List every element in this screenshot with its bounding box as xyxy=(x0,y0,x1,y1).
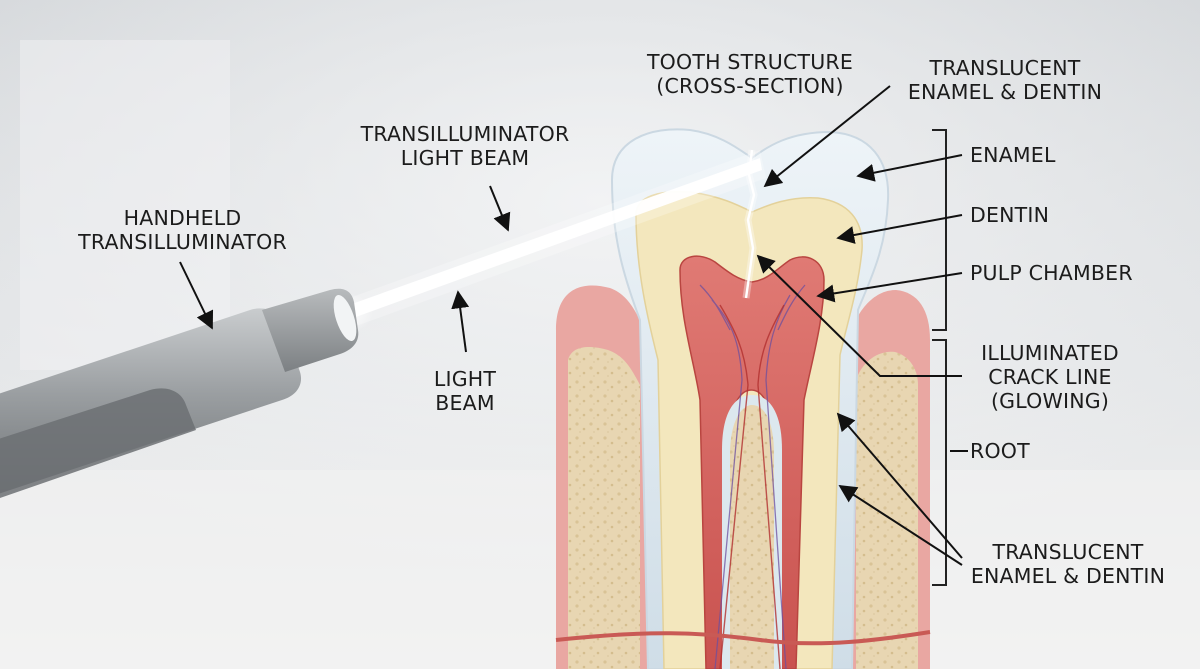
label-brackets xyxy=(932,129,947,586)
label-pulp-chamber: PULP CHAMBER xyxy=(970,261,1133,285)
crack-line xyxy=(744,149,756,299)
arrow-translucent-top xyxy=(763,85,891,188)
arrow-handheld xyxy=(179,261,214,330)
handheld-transilluminator-device xyxy=(0,288,359,499)
crown-bracket xyxy=(932,129,947,331)
label-root: ROOT xyxy=(970,439,1030,463)
label-transilluminator-light-beam: TRANSILLUMINATOR LIGHT BEAM xyxy=(360,122,570,170)
crack-glow xyxy=(742,149,758,299)
arrow-crack-line xyxy=(756,254,962,377)
label-dentin: DENTIN xyxy=(970,203,1050,227)
pulp-chamber xyxy=(679,255,825,669)
arrow-light-beam-top xyxy=(489,185,511,232)
bone-right xyxy=(856,351,918,669)
label-illuminated-crack-line: ILLUMINATED CRACK LINE (GLOWING) xyxy=(981,341,1119,413)
label-tooth-structure: TOOTH STRUCTURE (CROSS-SECTION) xyxy=(646,50,854,98)
arrow-dentin xyxy=(836,214,963,244)
root-bracket xyxy=(932,339,947,586)
inter-root-bone xyxy=(730,405,774,669)
background-window-blur xyxy=(20,40,230,370)
arrow-light-beam-mid xyxy=(451,290,470,353)
arteries xyxy=(719,304,785,669)
blood-vessels xyxy=(699,284,806,669)
base-vessel xyxy=(555,630,931,646)
light-beam-core xyxy=(335,158,762,322)
device-lens xyxy=(333,295,357,341)
label-light-beam: LIGHT BEAM xyxy=(433,367,497,415)
arrow-enamel xyxy=(856,154,963,182)
label-handheld-transilluminator: HANDHELD TRANSILLUMINATOR xyxy=(78,206,287,254)
label-translucent-enamel-dentin-bottom: TRANSLUCENT ENAMEL & DENTIN xyxy=(970,540,1166,588)
arrow-translucent-bottom-2 xyxy=(838,485,963,566)
bone-left xyxy=(568,347,640,669)
device-grip xyxy=(0,388,196,499)
leader-arrows xyxy=(179,85,968,566)
arrow-translucent-bottom-1 xyxy=(836,412,963,559)
label-translucent-enamel-dentin-top: TRANSLUCENT ENAMEL & DENTIN xyxy=(907,56,1103,104)
label-enamel: ENAMEL xyxy=(970,143,1056,167)
arrow-pulp-chamber xyxy=(816,272,963,303)
tooth-cross-section xyxy=(555,128,931,669)
